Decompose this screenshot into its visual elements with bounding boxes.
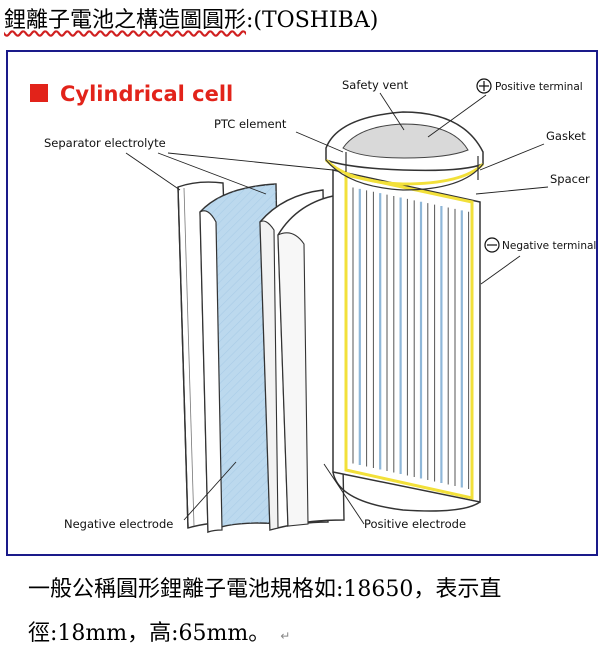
leader-ptc-element — [295, 131, 344, 153]
leader-safety-vent — [379, 92, 405, 131]
label-negative-electrode: Negative electrode — [64, 517, 173, 531]
minus-icon — [484, 237, 500, 253]
leader-gasket — [479, 143, 545, 171]
leader-positive-electrode — [323, 463, 365, 525]
label-positive-terminal: Positive terminal — [495, 81, 583, 93]
leader-negative-electrode — [183, 461, 237, 521]
cell-diagram-svg: Cylindrical cell — [30, 78, 596, 534]
title-suffix: :(TOSHIBA) — [246, 8, 379, 33]
label-ptc-element: PTC element — [214, 117, 287, 131]
body-paragraph: 一般公稱圓形鋰離子電池規格如:18650，表示直 徑:18mm，高:65mm。 ↵ — [28, 568, 588, 658]
figure-heading: Cylindrical cell — [60, 82, 233, 106]
body-line-2-text: 徑:18mm，高:65mm。 — [28, 621, 271, 646]
leader-positive-terminal — [427, 94, 487, 138]
cylindrical-cell-figure: Cylindrical cell — [6, 50, 598, 556]
label-positive-electrode: Positive electrode — [364, 517, 466, 531]
plus-icon — [476, 78, 492, 94]
label-negative-terminal: Negative terminal — [502, 240, 596, 252]
leader-separator-2 — [157, 152, 267, 195]
leader-spacer — [475, 186, 549, 195]
cell-cap — [324, 111, 485, 191]
leader-separator-3 — [167, 152, 334, 171]
electrode-roll — [352, 187, 470, 489]
body-line-1: 一般公稱圓形鋰離子電池規格如:18650，表示直 — [28, 577, 502, 602]
cell-can — [332, 169, 481, 512]
heading-square — [30, 84, 48, 102]
leader-separator-1 — [125, 152, 181, 191]
document-title: 鋰離子電池之構造圖圓形:(TOSHIBA) — [4, 2, 378, 34]
label-separator-electrolyte: Separator electrolyte — [44, 136, 166, 150]
leader-negative-terminal — [480, 255, 521, 285]
label-safety-vent: Safety vent — [342, 78, 409, 92]
title-main: 鋰離子電池之構造圖圓形 — [4, 8, 247, 33]
paragraph-mark: ↵ — [280, 629, 291, 643]
label-spacer: Spacer — [550, 172, 590, 186]
body-line-2: 徑:18mm，高:65mm。 ↵ — [28, 612, 588, 658]
label-gasket: Gasket — [546, 129, 586, 143]
positive-electrode-sheet — [277, 194, 345, 527]
